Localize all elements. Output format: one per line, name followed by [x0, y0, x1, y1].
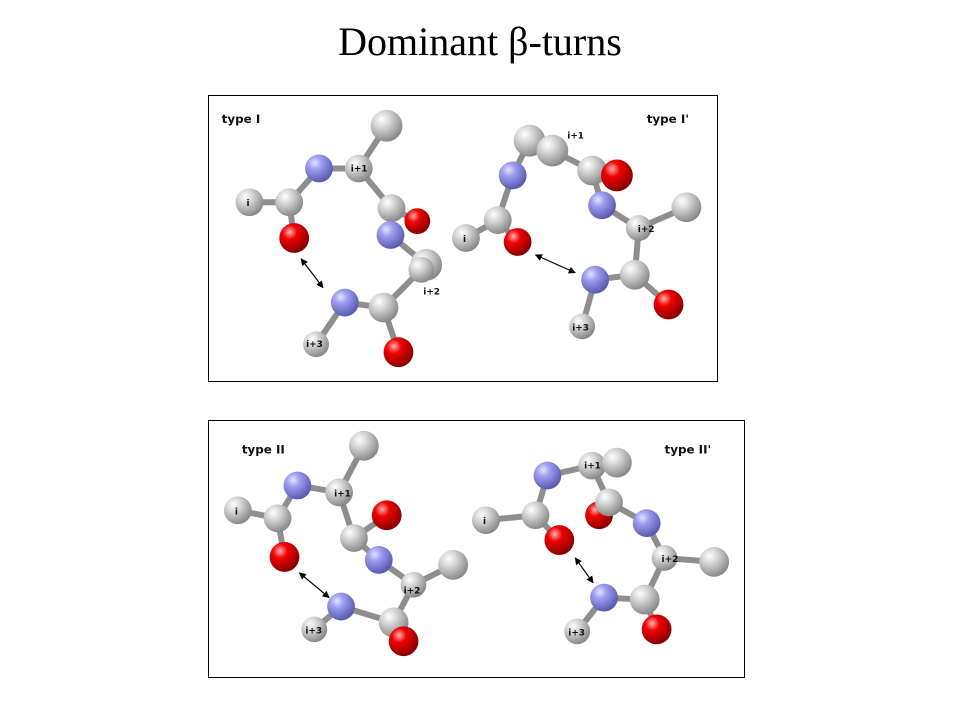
type-ii-n1 [283, 471, 312, 500]
type-ii-n2 [364, 546, 393, 574]
type-ii-res-i1: i+1 [334, 489, 351, 499]
type-i-o-i1 [404, 208, 431, 235]
type-ii-c-i [263, 504, 292, 533]
type-ii-prime-methyl-i [472, 506, 500, 535]
type-i-prime-cb2-i1 [536, 134, 569, 167]
type-i-prime-n3 [581, 265, 609, 294]
type-i-res-i3: i+3 [306, 340, 323, 350]
type-i-prime-res-i3: i+3 [572, 323, 589, 333]
type-ii-res-i: i [235, 507, 238, 517]
turn-panel-top: type I i i+1 i+2 i+3 [208, 95, 718, 382]
type-i-prime-o-i [503, 228, 532, 256]
type-ii-prime-label: type II' [665, 443, 712, 457]
type-i-o-i2 [383, 337, 414, 368]
type-i-n3 [330, 288, 359, 317]
type-ii-c-i1 [340, 524, 368, 552]
type-i-prime-c-i1 [577, 155, 607, 186]
type-i-prime-c-i [483, 206, 512, 235]
type-i-prime-molecule: type I' i i+1 i+2 i+3 [452, 112, 702, 340]
type-ii-prime-res-i3: i+3 [568, 628, 585, 638]
type-ii-prime-n1 [533, 461, 562, 490]
type-ii-prime-cb-i1 [602, 447, 632, 478]
type-i-prime-o-i2 [653, 289, 684, 320]
type-i-prime-o-i1 [601, 159, 633, 192]
type-i-label: type I [222, 112, 261, 126]
type-ii-prime-c-i2 [629, 584, 660, 615]
type-i-prime-c-i2 [619, 259, 650, 290]
type-i-methyl-i [235, 188, 264, 217]
turn-panel-bottom: type II i i+1 i+2 i+3 [208, 420, 745, 678]
type-i-c-i [275, 188, 304, 217]
type-ii-res-i2: i+2 [404, 587, 421, 597]
type-ii-prime-c-i1 [595, 488, 623, 517]
type-i-methyl-i3 [303, 331, 329, 358]
type-ii-prime-molecule: type II' i i+1 i+2 i+3 [472, 443, 730, 645]
type-i-prime-res-i: i [463, 235, 466, 245]
beta-symbol: β [508, 19, 529, 64]
type-ii-cb-i2 [438, 549, 469, 580]
type-i-hbond-arrow [300, 258, 324, 289]
type-ii-prime-res-i1: i+1 [584, 462, 601, 472]
type-ii-o-i [269, 542, 300, 572]
type-i-prime-n2 [588, 191, 616, 220]
type-i-prime-res-i2: i+2 [638, 225, 655, 235]
type-ii-prime-ca-i1 [578, 451, 606, 480]
type-i-c-i2 [368, 292, 399, 323]
type-i-prime-n1 [498, 161, 527, 190]
type-ii-molecule: type II i i+1 i+2 i+3 [223, 430, 469, 657]
type-i-n2 [376, 221, 405, 249]
type-ii-prime-res-i2: i+2 [662, 555, 679, 565]
type-ii-prime-ca-i2 [651, 545, 678, 571]
type-i-o-i [279, 223, 310, 253]
type-i-cb-i1 [370, 109, 403, 142]
type-i-prime-cb-i2 [671, 192, 702, 223]
type-i-ca-i2 [408, 256, 435, 283]
type-ii-cb-i1 [348, 430, 379, 461]
type-ii-prime-n3 [590, 583, 618, 612]
type-ii-prime-o-i2 [641, 614, 672, 645]
type-i-ca-i1 [344, 154, 373, 183]
type-ii-prime-c-i [521, 501, 550, 530]
type-ii-label: type II [242, 443, 285, 457]
turn-panel-bottom-svg: type II i i+1 i+2 i+3 [223, 430, 730, 657]
type-ii-prime-o-i [544, 525, 575, 555]
title-suffix: -turns [528, 19, 622, 64]
type-i-prime-methyl-i [452, 224, 480, 252]
type-ii-o-i2 [388, 626, 419, 657]
type-i-prime-ca-i2 [625, 215, 652, 241]
type-ii-prime-hbond-arrow [574, 557, 594, 584]
type-i-res-i: i [247, 199, 250, 209]
type-ii-ca-i2 [400, 571, 427, 598]
type-ii-res-i3: i+3 [305, 626, 322, 636]
slide-title: Dominant β-turns [0, 18, 960, 65]
type-ii-methyl-i [223, 496, 252, 525]
type-i-prime-res-i1: i+1 [567, 132, 584, 142]
type-ii-ca-i1 [325, 478, 353, 507]
type-ii-methyl-i3 [301, 616, 328, 643]
type-ii-prime-cb-i2 [699, 547, 730, 577]
title-text: Dominant [338, 19, 509, 64]
type-ii-o-i1 [371, 500, 402, 531]
type-ii-prime-res-i: i [483, 517, 486, 527]
type-ii-hbond-arrow [298, 572, 330, 599]
type-i-n1 [305, 154, 333, 183]
type-i-prime-hbond-arrow [534, 254, 576, 274]
type-i-molecule: type I i i+1 i+2 i+3 [222, 109, 443, 368]
type-i-prime-methyl-i3 [569, 313, 596, 340]
type-ii-prime-methyl-i3 [564, 618, 591, 645]
type-i-prime-label: type I' [647, 112, 689, 126]
type-i-c-i1 [377, 194, 406, 223]
type-i-res-i2: i+2 [423, 288, 440, 298]
turn-panel-top-svg: type I i i+1 i+2 i+3 [222, 109, 702, 368]
type-ii-prime-n2 [632, 509, 661, 538]
type-i-res-i1: i+1 [351, 164, 368, 174]
type-ii-n3 [327, 592, 355, 621]
